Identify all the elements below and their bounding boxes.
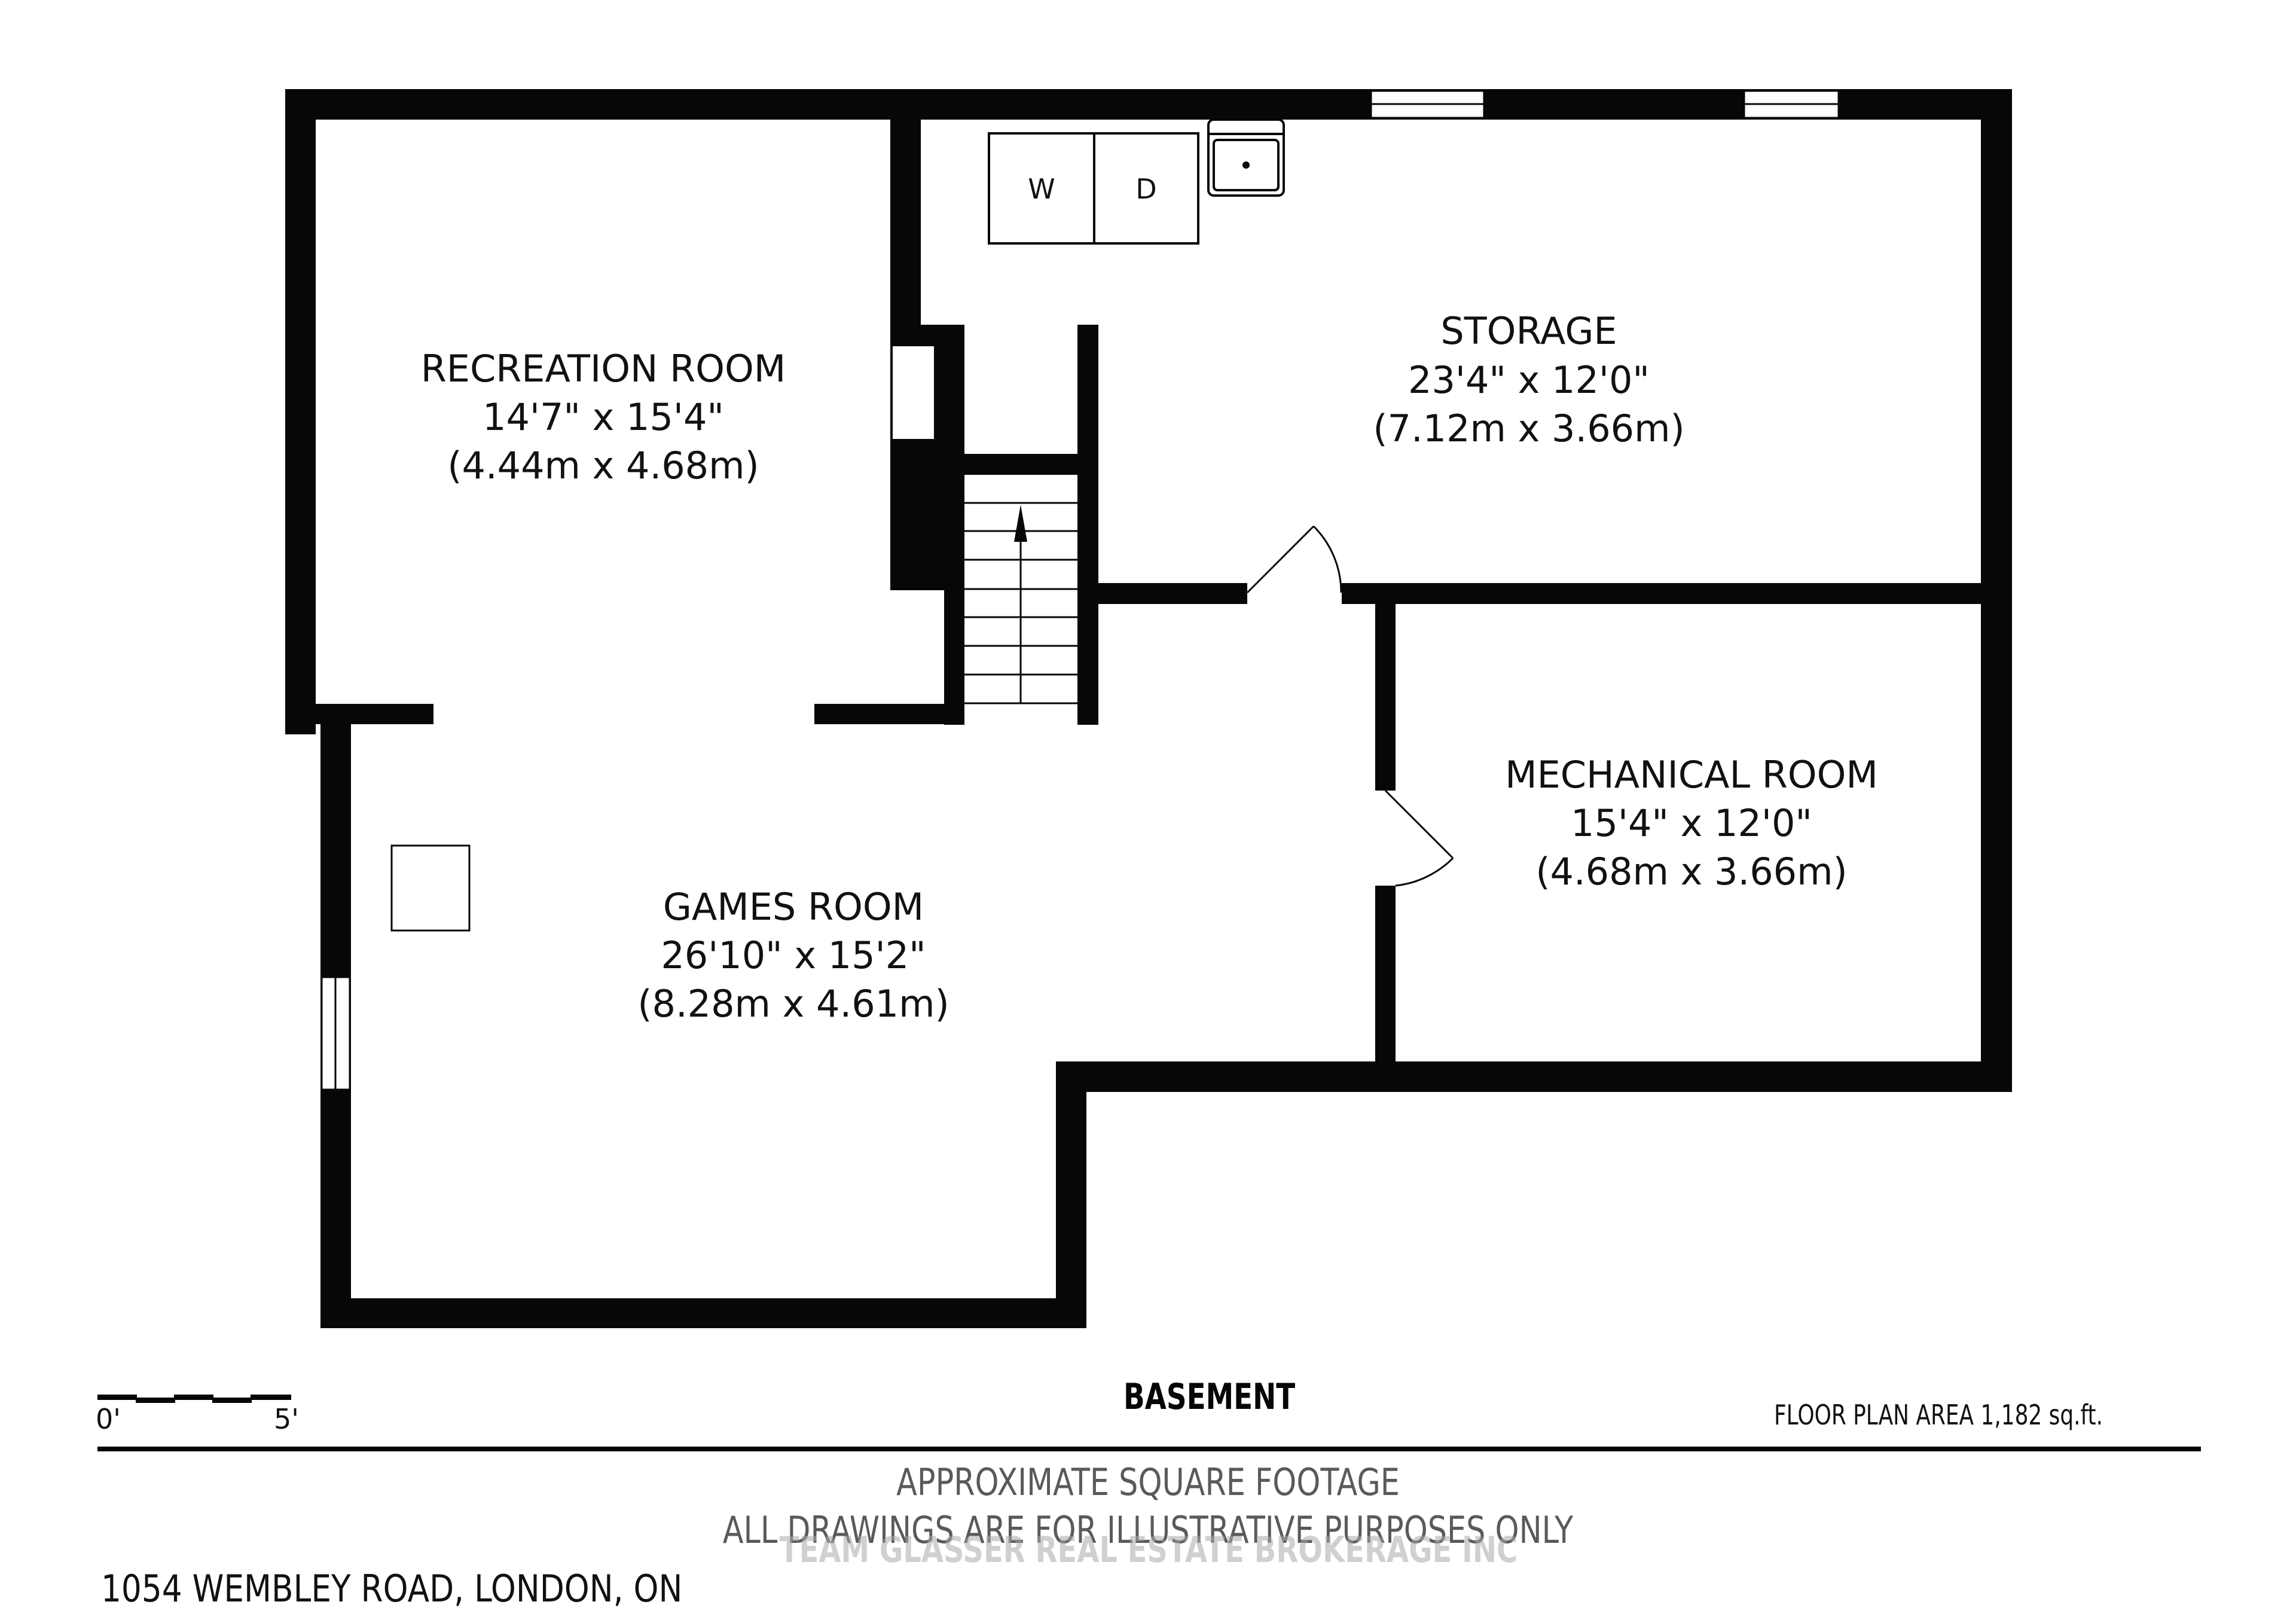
room-name: RECREATION ROOM	[421, 347, 786, 391]
brokerage-watermark: TEAM GLASSER REAL ESTATE BROKERAGE INC	[779, 1529, 1518, 1571]
room-dimensions-imperial: 23'4" x 12'0"	[1408, 358, 1650, 402]
wall-storage-right-segment	[1342, 583, 1993, 604]
dryer-label: D	[1135, 173, 1156, 205]
wall-stair-right	[1077, 325, 1098, 725]
room-storage: STORAGE 23'4" x 12'0" (7.12m x 3.66m)	[1373, 309, 1684, 450]
window-top-1	[1370, 90, 1485, 119]
room-dimensions-metric: (4.68m x 3.66m)	[1535, 850, 1847, 893]
wall-recreation-stub-right	[814, 704, 964, 724]
room-mechanical: MECHANICAL ROOM 15'4" x 12'0" (4.68m x 3…	[1505, 753, 1878, 893]
scale-start-label: 0'	[96, 1403, 121, 1435]
washer-label: W	[1028, 173, 1055, 205]
laundry-sink-icon	[1207, 118, 1285, 197]
room-name: STORAGE	[1440, 309, 1617, 353]
wall-recreation-stub-left	[285, 704, 433, 724]
stairs	[964, 502, 1077, 704]
wall-top	[285, 89, 2012, 120]
wall-mechanical-left-upper	[1375, 583, 1396, 791]
wall-stair-landing	[964, 454, 1078, 475]
disclaimer-approximate: APPROXIMATE SQUARE FOOTAGE	[896, 1460, 1400, 1504]
window-games-left	[320, 976, 351, 1091]
windows	[320, 90, 1840, 1091]
door-storage	[1246, 525, 1342, 594]
washer-dryer: W D	[988, 132, 1199, 245]
closet-outline	[891, 345, 935, 440]
room-recreation: RECREATION ROOM 14'7" x 15'4" (4.44m x 4…	[421, 347, 786, 487]
room-dimensions-metric: (7.12m x 3.66m)	[1373, 407, 1684, 450]
wall-mechanical-bottom	[1056, 1061, 2012, 1092]
wall-mechanical-left-lower	[1375, 886, 1396, 1092]
room-name: MECHANICAL ROOM	[1505, 753, 1878, 797]
room-dimensions-imperial: 15'4" x 12'0"	[1571, 801, 1812, 845]
disclaimer-illustrative: ALL DRAWINGS ARE FOR ILLUSTRATIVE PURPOS…	[722, 1508, 1574, 1552]
wall-games-right	[1056, 1061, 1086, 1328]
property-address: 1054 WEMBLEY ROAD, LONDON, ON	[101, 1567, 683, 1610]
room-name: GAMES ROOM	[663, 885, 924, 929]
room-dimensions-metric: (8.28m x 4.61m)	[637, 982, 949, 1026]
footer-divider	[97, 1447, 2201, 1451]
wall-stair-left	[944, 325, 964, 725]
room-dimensions-imperial: 14'7" x 15'4"	[483, 395, 724, 439]
door-mechanical	[1384, 789, 1454, 887]
window-top-2	[1743, 90, 1840, 119]
room-dimensions-imperial: 26'10" x 15'2"	[661, 933, 926, 977]
dryer-icon	[1093, 132, 1199, 245]
wall-games-bottom	[320, 1298, 1086, 1328]
stairs-up-arrow-icon	[1014, 505, 1027, 703]
walls	[285, 89, 2012, 1328]
closet-cutout	[892, 346, 935, 440]
floor-plan-area: FLOOR PLAN AREA 1,182 sq.ft.	[1774, 1399, 2103, 1431]
room-games: GAMES ROOM 26'10" x 15'2" (8.28m x 4.61m…	[637, 885, 949, 1026]
floor-title: BASEMENT	[1123, 1376, 1296, 1418]
column-box	[390, 844, 471, 932]
scale-bar	[97, 1395, 291, 1403]
wall-storage-left-segment	[1098, 583, 1247, 604]
room-dimensions-metric: (4.44m x 4.68m)	[447, 444, 759, 487]
scale-end-label: 5'	[274, 1403, 299, 1435]
wall-recreation-left	[285, 89, 316, 734]
